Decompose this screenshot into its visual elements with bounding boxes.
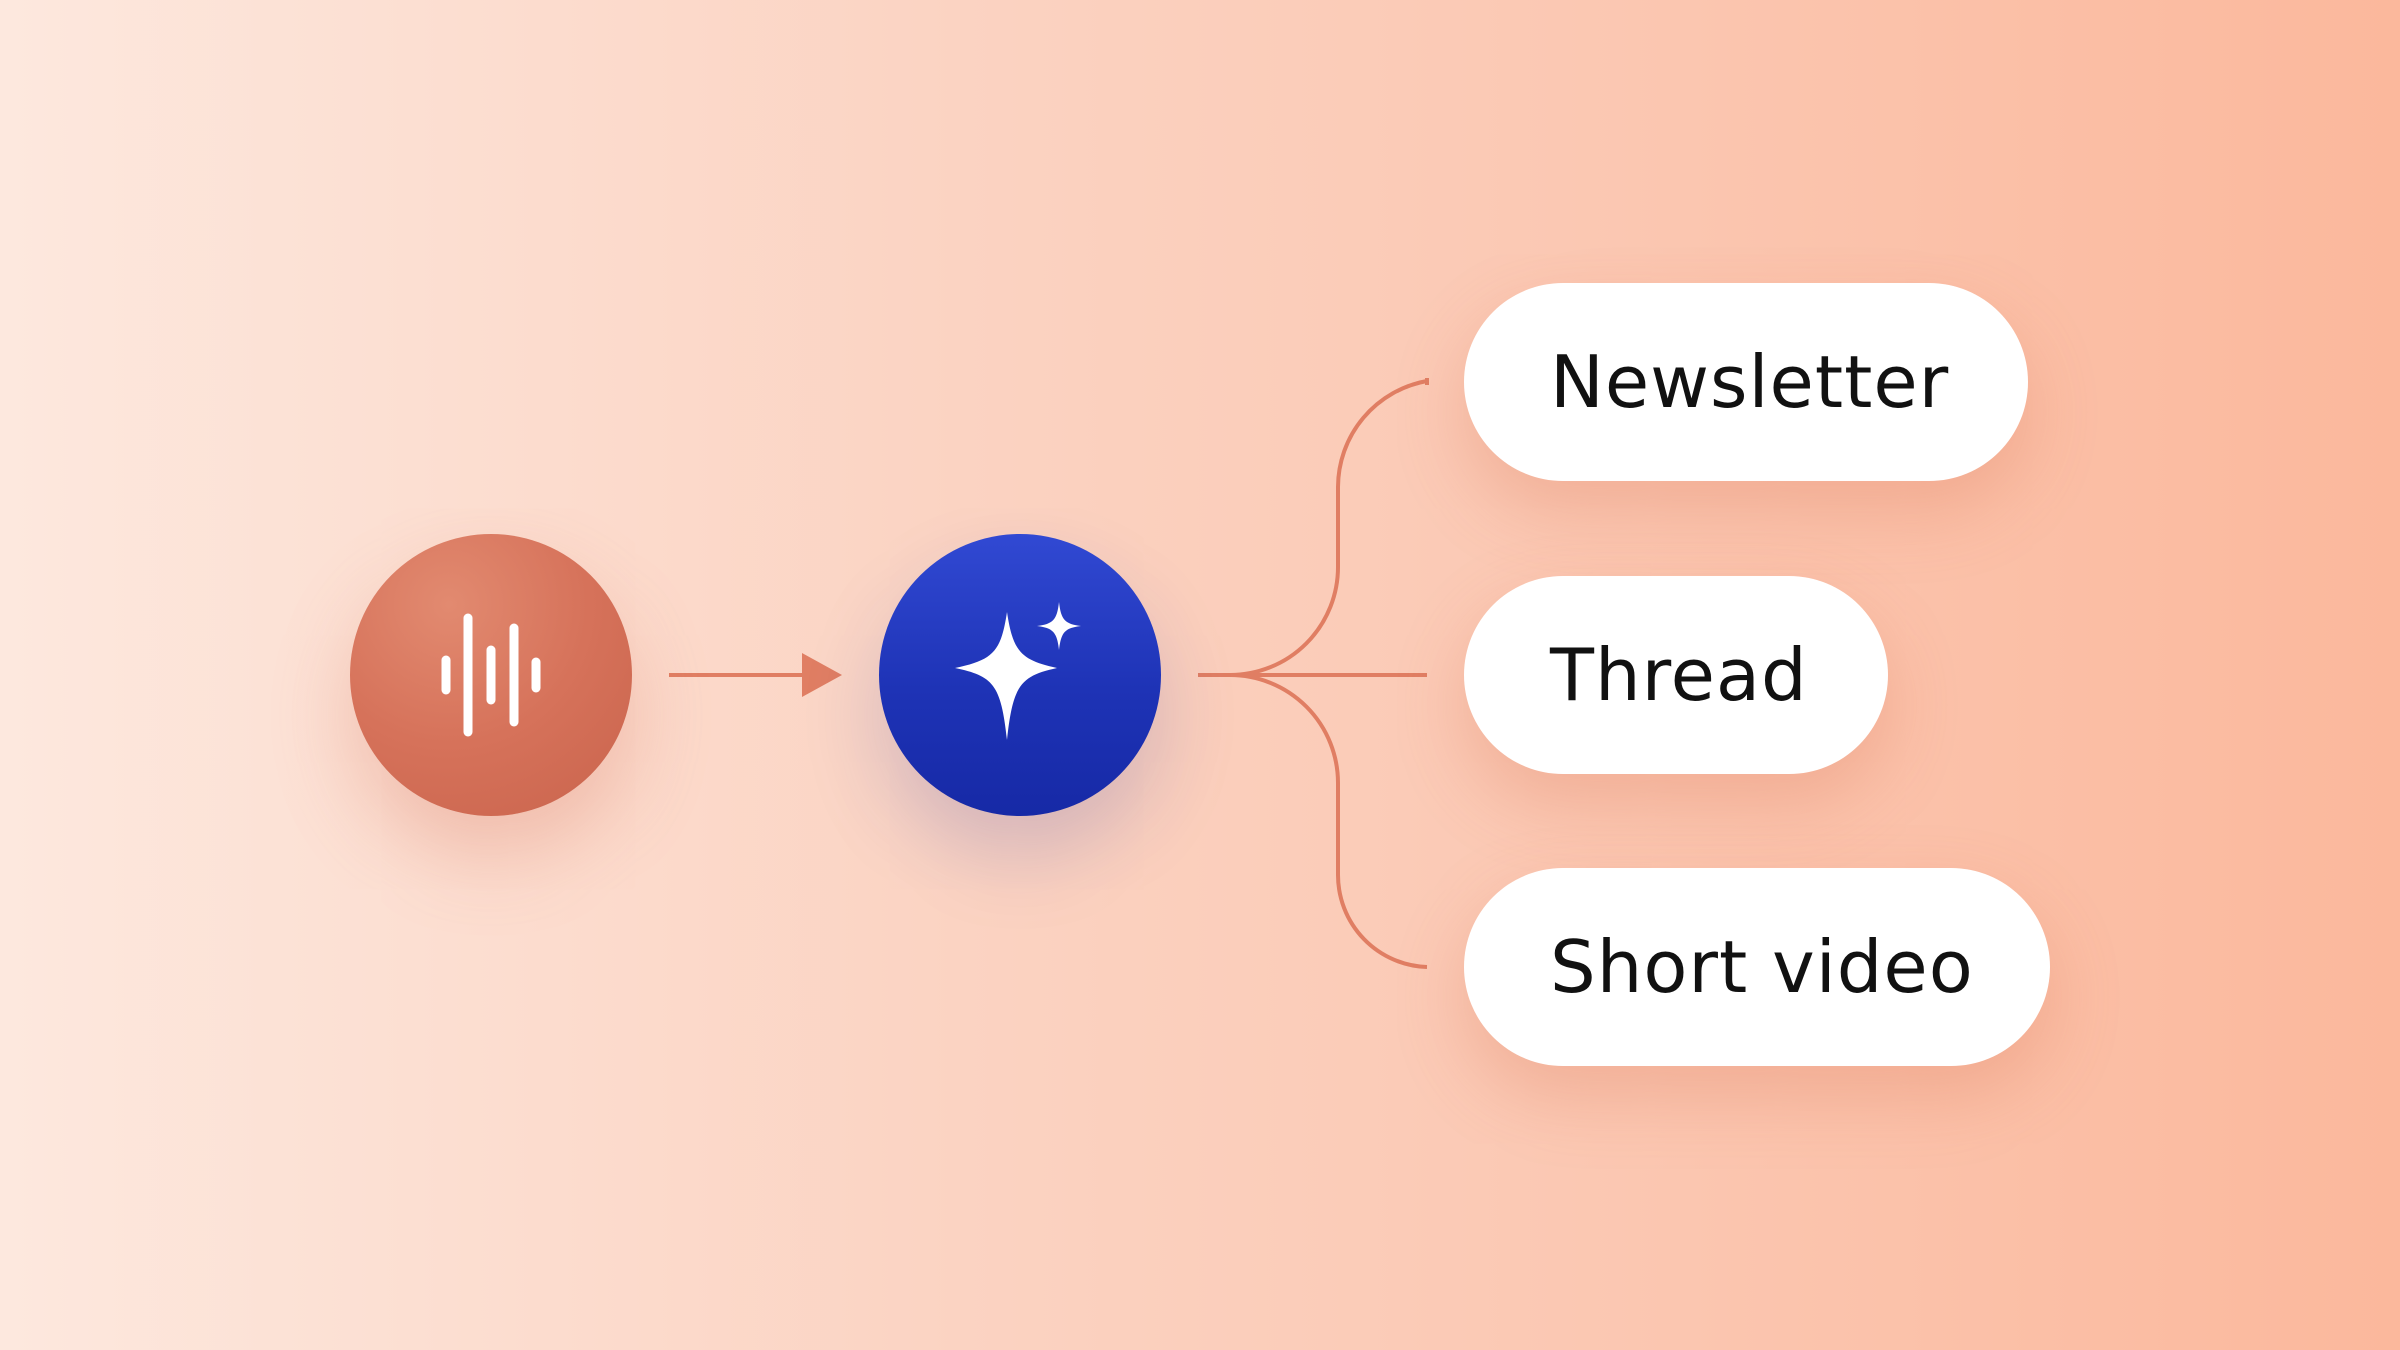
output-pill-thread: Thread	[1464, 576, 1888, 774]
audio-node	[350, 534, 632, 816]
branch-connector	[1198, 378, 1429, 969]
output-label: Thread	[1550, 633, 1808, 717]
audio-waveform-icon	[441, 613, 541, 737]
sparkle-icon	[955, 602, 1081, 740]
output-label: Short video	[1550, 925, 1974, 1009]
output-label: Newsletter	[1550, 340, 1950, 424]
ai-node	[879, 534, 1161, 816]
output-pill-short-video: Short video	[1464, 868, 2050, 1066]
arrow-connector	[669, 653, 842, 697]
output-pill-newsletter: Newsletter	[1464, 283, 2028, 481]
